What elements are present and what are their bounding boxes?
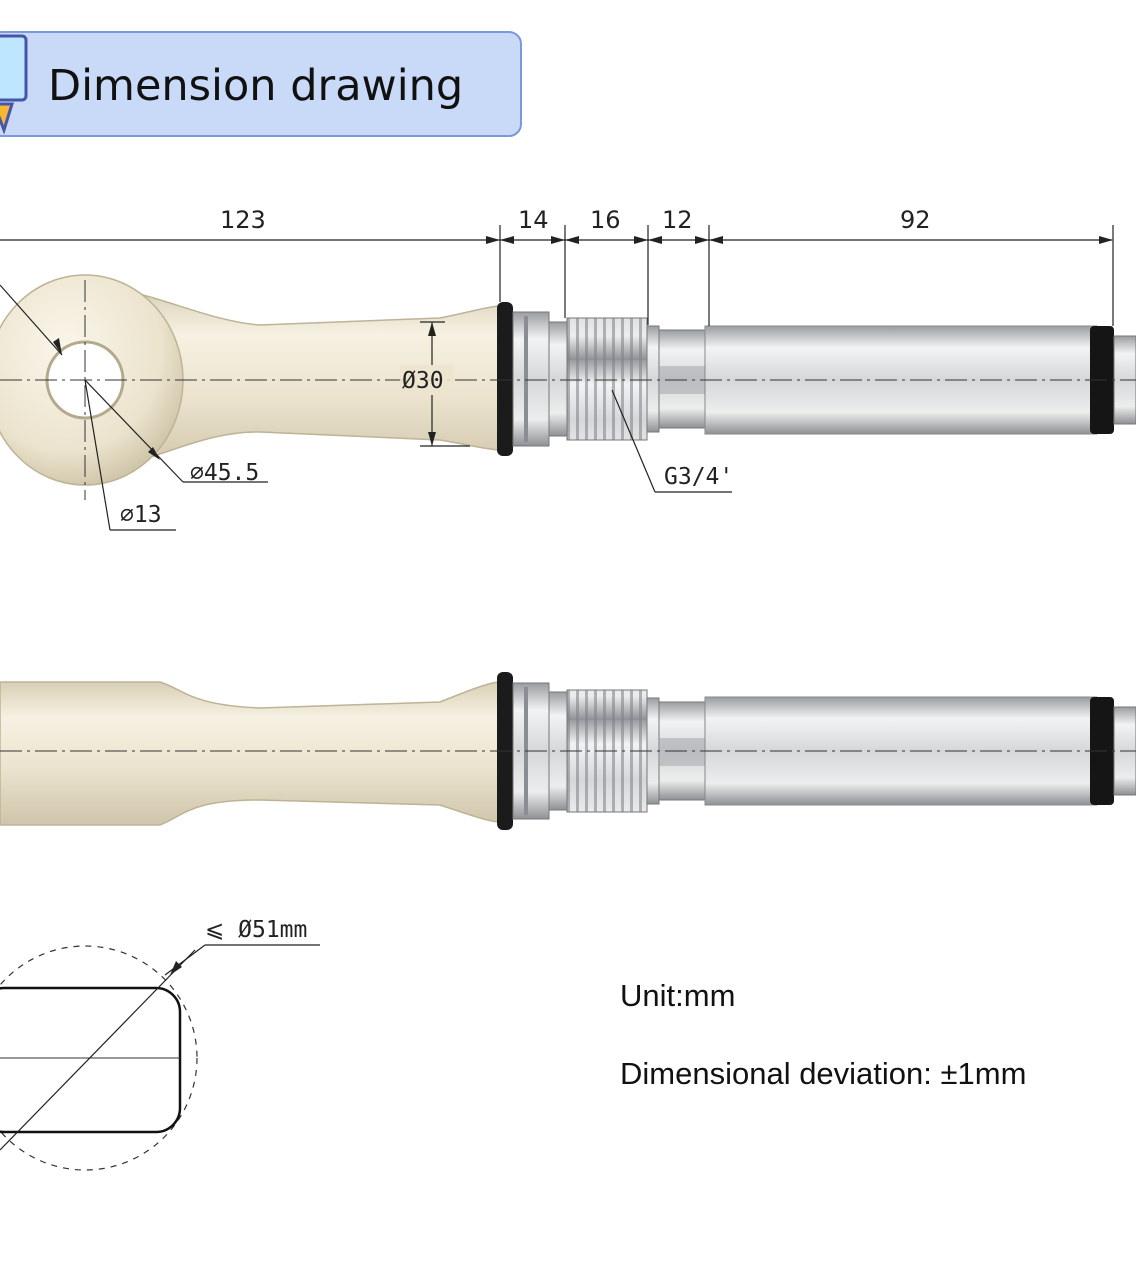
dimension-chain [0, 225, 1114, 326]
dim-123-label: 123 [220, 206, 266, 234]
dim-14-label: 14 [518, 206, 549, 234]
top-view [0, 274, 1136, 500]
max-section-label: ⩽ Ø51mm [205, 917, 307, 943]
dim-dia-neck [420, 321, 470, 447]
o-ring-top [497, 302, 568, 456]
dim-dia-30-label: Ø30 [402, 368, 444, 394]
monitor-icon [0, 34, 28, 135]
dim-92-label: 92 [900, 206, 931, 234]
hex-nut-top [646, 325, 706, 433]
section-outline [0, 986, 182, 1134]
unit-note: Unit:mm [620, 978, 735, 1013]
thread-leader [611, 389, 732, 493]
thread-spec-label: G3/4' [664, 464, 733, 490]
dim-12-label: 12 [662, 206, 693, 234]
dim-dia-45-label: ⌀45.5 [190, 460, 259, 486]
eye-leaders [0, 284, 268, 531]
dim-16-label: 16 [590, 206, 621, 234]
section-view [0, 944, 320, 1171]
side-view [0, 672, 1136, 830]
header-background [0, 31, 522, 137]
dim-dia-13-label: ⌀13 [120, 502, 162, 528]
deviation-note: Dimensional deviation: ±1mm [620, 1056, 1026, 1091]
header-banner: Dimension drawing [0, 31, 522, 137]
page-title: Dimension drawing [48, 61, 463, 111]
ceramic-body-side [0, 681, 501, 826]
max-diameter-circle [0, 945, 198, 1171]
thread-top [566, 317, 648, 441]
